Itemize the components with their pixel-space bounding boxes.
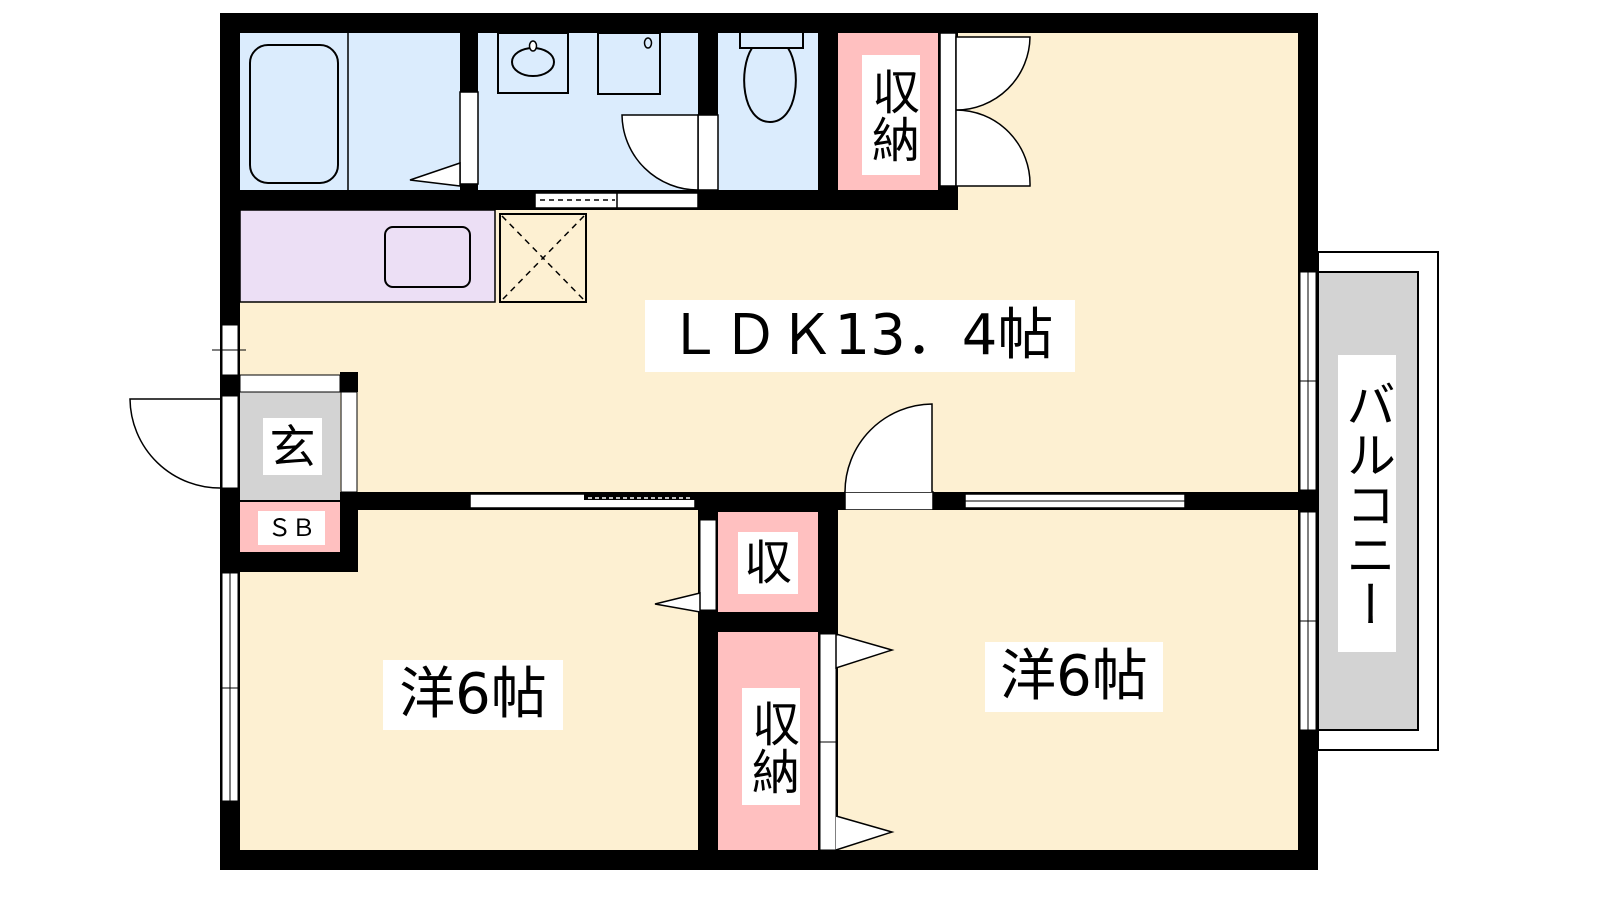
toilet-room <box>718 33 818 190</box>
kitchen-counter <box>239 209 496 303</box>
ldk-label: ＬＤＫ13．4帖 <box>645 300 1075 372</box>
sink <box>384 226 471 288</box>
toilet <box>739 33 804 124</box>
bathroom <box>240 33 460 190</box>
room-right-door[interactable] <box>844 403 933 493</box>
storage-door[interactable] <box>955 36 1031 187</box>
storage-bottom-label: 収納 <box>742 688 800 805</box>
entrance-door[interactable] <box>129 398 223 489</box>
entrance-label: 玄 <box>263 418 322 475</box>
storage-top-label: 収納 <box>862 55 920 175</box>
toilet-door[interactable] <box>697 114 719 191</box>
western-room-right-label: 洋6帖 <box>985 642 1163 712</box>
entrance-door-frame <box>221 395 239 489</box>
bathtub <box>249 44 339 184</box>
western-room-left-label: 洋6帖 <box>383 660 563 730</box>
balcony-label: バルコニー <box>1338 355 1396 652</box>
bath-door[interactable] <box>459 91 479 185</box>
shoe-box-label: ＳＢ <box>258 511 325 545</box>
fridge-space <box>499 213 587 303</box>
storage-small-label: 収 <box>738 532 798 594</box>
washing-machine <box>597 32 661 95</box>
washbasin <box>497 32 569 94</box>
